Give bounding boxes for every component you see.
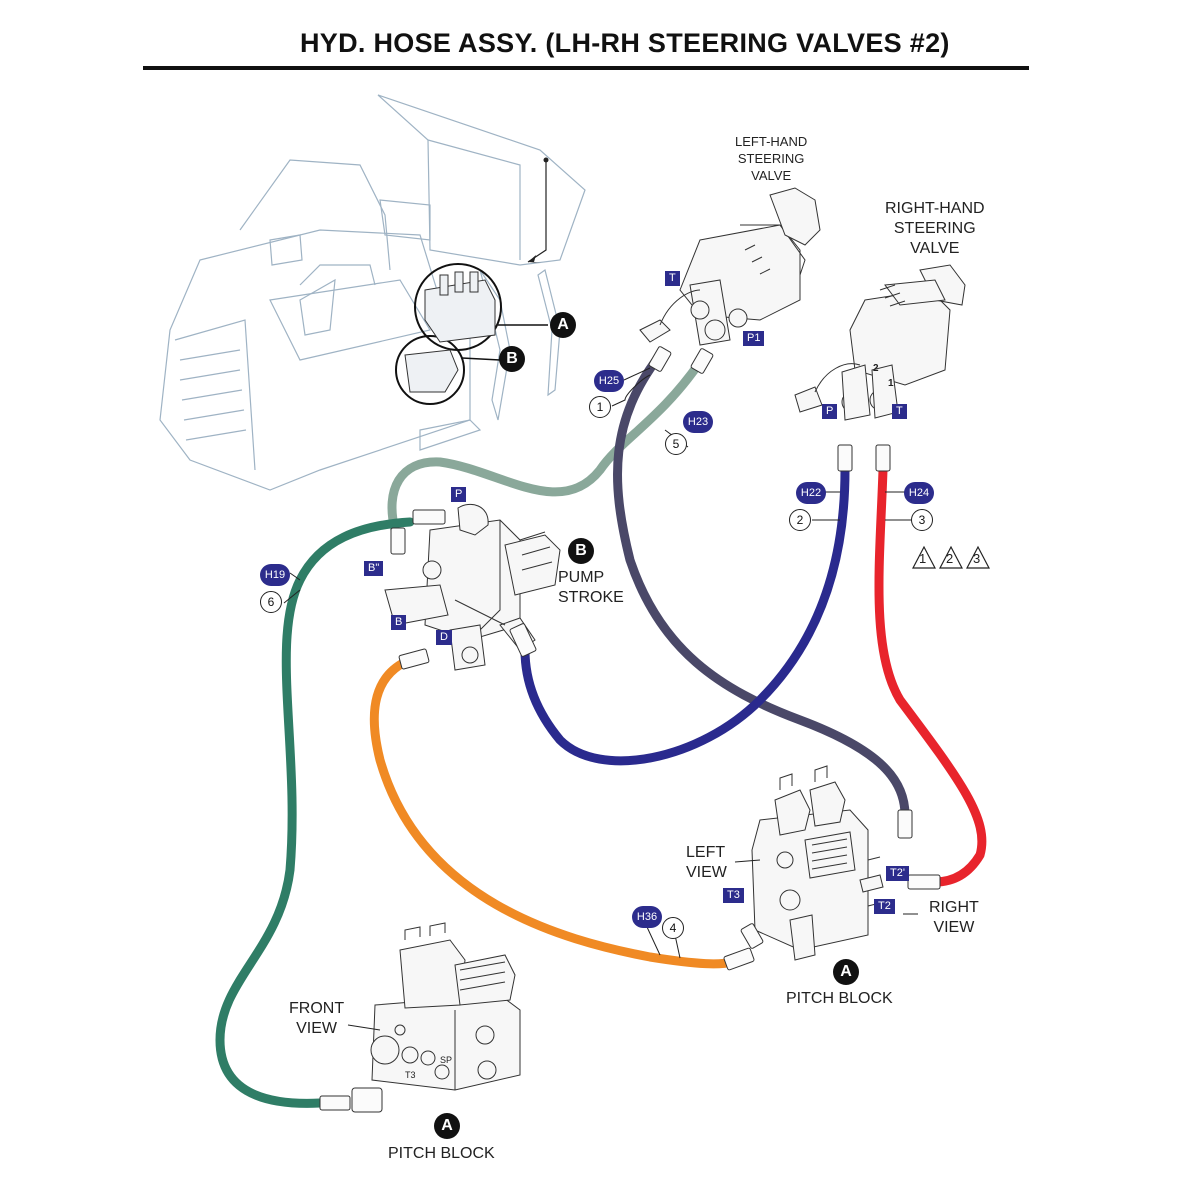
hose-tag-h19: H19 (260, 564, 290, 586)
note-3: 3 (973, 551, 981, 566)
hose-h36 (369, 657, 738, 969)
machine-overview (159, 94, 586, 491)
item-number-3: 3 (911, 509, 933, 531)
port-tag-pitch-t2: T2 (874, 899, 895, 914)
detail-leader (395, 157, 549, 405)
pump-stroke-label: PUMP STROKE (558, 569, 624, 606)
hose-h22 (520, 465, 850, 766)
port-tag-pump-b: B (391, 615, 407, 630)
callout-a-pitch-right: A (833, 959, 859, 985)
callout-b-detail: B (499, 346, 525, 372)
hose-tag-h24: H24 (904, 482, 934, 504)
hose-h24 (874, 465, 987, 887)
item-number-5: 5 (665, 433, 687, 455)
hose-tag-h36: H36 (632, 906, 662, 928)
pitch-block-label-front: PITCH BLOCK (388, 1145, 495, 1162)
note-1: 1 (919, 551, 927, 566)
detail-blocks (404, 271, 496, 393)
callout-a-pitch-front: A (434, 1113, 460, 1139)
front-view-label: FRONT VIEW (289, 1000, 345, 1037)
front-sp-label: SP (440, 1055, 453, 1065)
note-2: 2 (946, 551, 954, 566)
rh-valve-mark-2: 2 (873, 363, 879, 374)
port-tag-pump-d: D (436, 630, 452, 645)
rh-steering-valve (794, 264, 966, 421)
port-tag-pitch-t3: T3 (723, 888, 744, 903)
left-view-label: LEFT VIEW (686, 844, 727, 881)
port-tag-pump-p: P (451, 487, 467, 502)
lh-steering-valve (639, 187, 821, 346)
hose-fittings (319, 346, 941, 1113)
callout-b-pump: B (568, 538, 594, 564)
pump-stroke-block (384, 503, 561, 671)
hose-h25 (613, 350, 910, 820)
item-number-1: 1 (589, 396, 611, 418)
hose-tag-h25: H25 (594, 370, 624, 392)
pitch-block-right (751, 765, 884, 961)
pitch-block-front (370, 922, 521, 1091)
callout-a-detail: A (550, 312, 576, 338)
note-triangle-shapes (912, 545, 990, 569)
title-rule (143, 66, 1029, 70)
rh-valve-mark-1: 1 (888, 378, 894, 389)
front-t3-label: T3 (405, 1070, 416, 1080)
item-number-6: 6 (260, 591, 282, 613)
port-tag-lh-p1: P1 (743, 331, 765, 346)
hose-h23 (387, 357, 705, 535)
page-title: HYD. HOSE ASSY. (LH-RH STEERING VALVES #… (300, 28, 950, 58)
port-tag-pump-b2: B" (364, 561, 384, 576)
item-number-4: 4 (662, 917, 684, 939)
hose-tag-h22: H22 (796, 482, 826, 504)
item-number-2: 2 (789, 509, 811, 531)
rh-valve-label: RIGHT-HAND STEERING VALVE (885, 200, 985, 257)
port-tag-pitch-t2p: T2' (886, 866, 909, 881)
hose-runs (215, 350, 987, 1108)
port-tag-lh-t: T (665, 271, 680, 286)
pitch-block-label-right: PITCH BLOCK (786, 990, 893, 1007)
hose-tag-h23: H23 (683, 411, 713, 433)
right-view-label: RIGHT VIEW (929, 899, 979, 936)
port-tag-rh-t: T (892, 404, 907, 419)
port-tag-rh-p: P (822, 404, 838, 419)
hose-h19 (215, 517, 415, 1108)
lh-valve-label: LEFT-HAND STEERING VALVE (735, 134, 808, 183)
